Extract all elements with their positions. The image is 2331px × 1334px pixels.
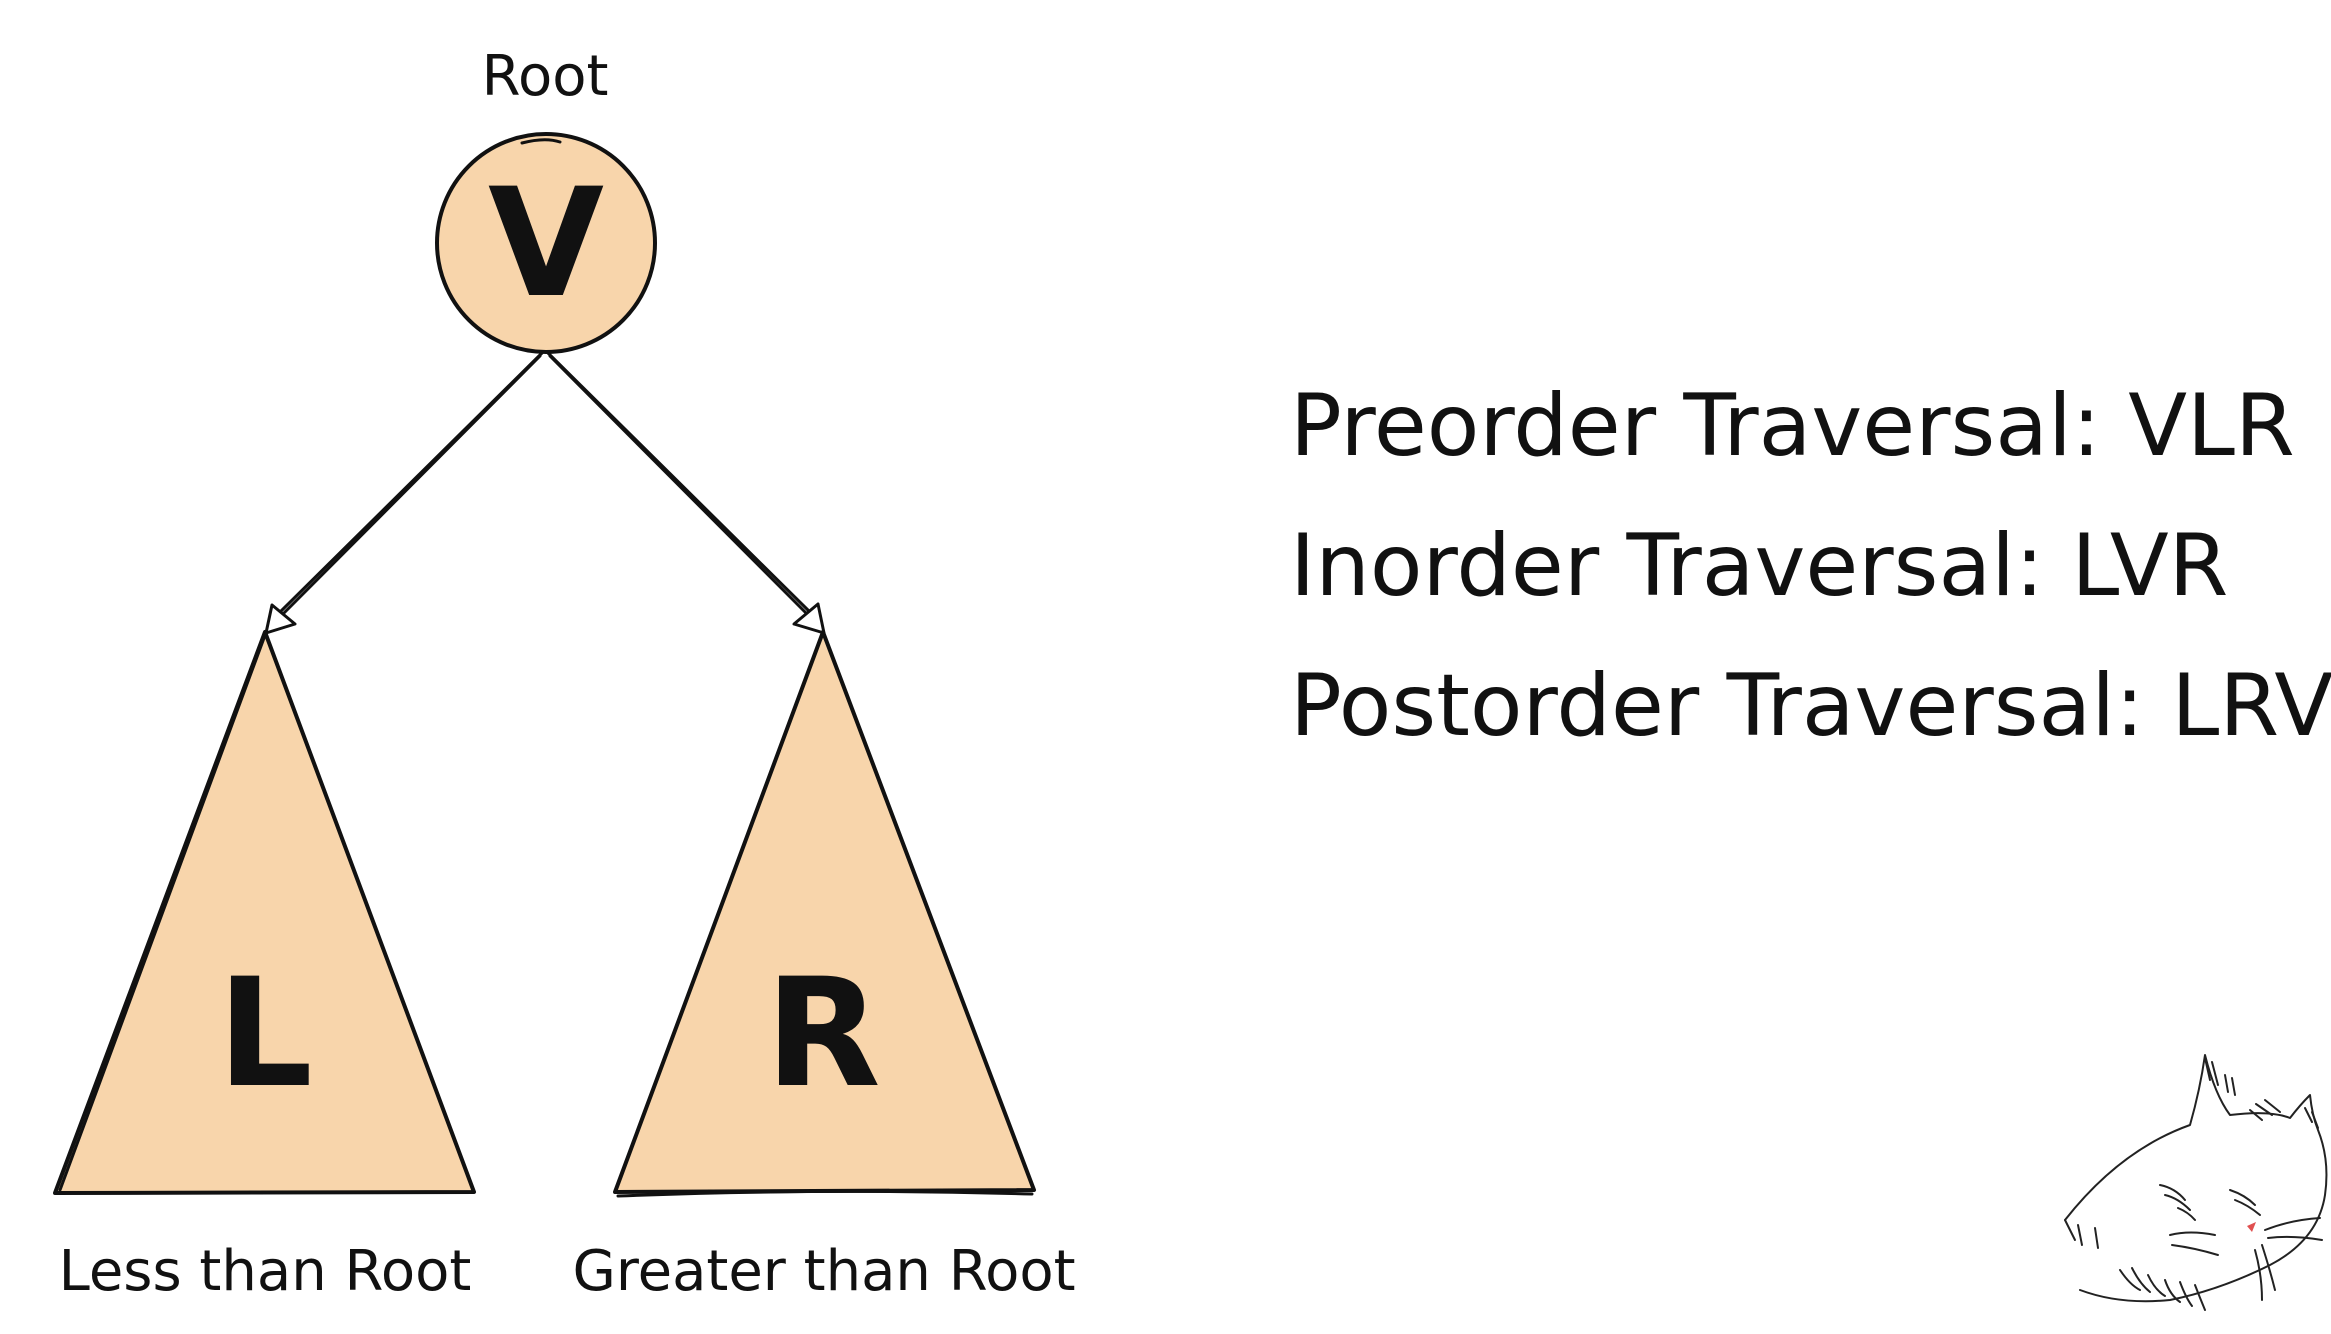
root-caption: Root bbox=[482, 44, 609, 109]
root-node: V bbox=[435, 132, 657, 354]
left-subtree-letter: L bbox=[217, 947, 313, 1121]
edge-root-to-left bbox=[264, 350, 545, 635]
root-node-letter: V bbox=[488, 157, 604, 331]
traversal-inorder: Inorder Traversal: LVR bbox=[1290, 516, 2228, 616]
right-subtree: R bbox=[613, 630, 1036, 1198]
traversal-postorder: Postorder Traversal: LRV bbox=[1290, 656, 2331, 756]
sleeping-cat-icon bbox=[2064, 1054, 2328, 1311]
right-subtree-caption: Greater than Root bbox=[572, 1239, 1075, 1304]
right-subtree-letter: R bbox=[765, 947, 881, 1121]
left-subtree: L bbox=[53, 630, 476, 1195]
left-subtree-caption: Less than Root bbox=[59, 1239, 472, 1304]
traversal-list: Preorder Traversal: VLR Inorder Traversa… bbox=[1290, 376, 2331, 756]
traversal-preorder: Preorder Traversal: VLR bbox=[1290, 376, 2295, 476]
edge-root-to-right bbox=[545, 350, 826, 635]
